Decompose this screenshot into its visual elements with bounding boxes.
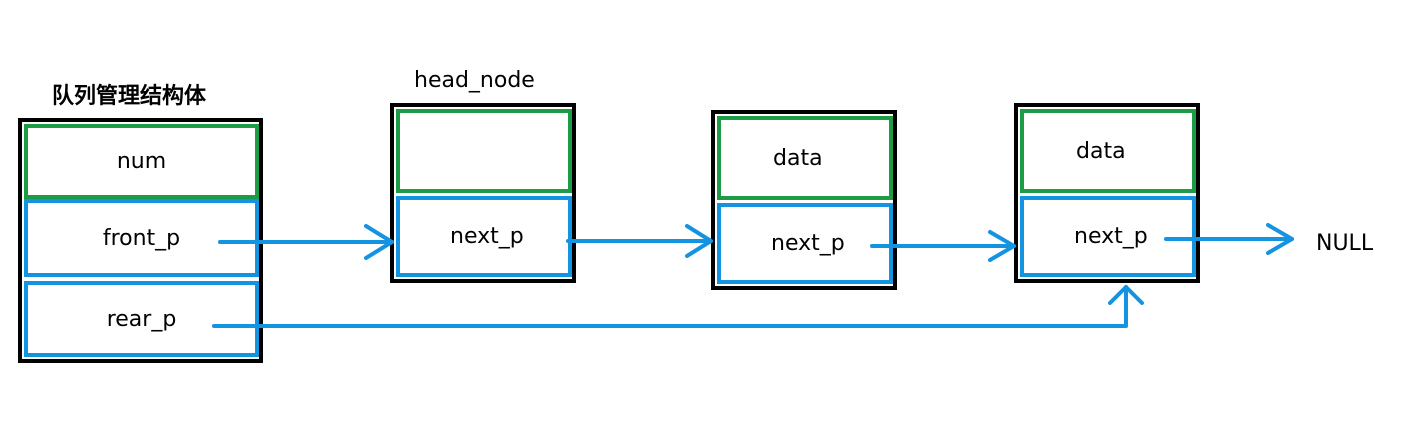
node-2-box: data next_p (1014, 103, 1200, 283)
node-1-data-field: data (717, 116, 893, 200)
front-p-label: front_p (102, 225, 181, 251)
head-node-data-field (396, 109, 572, 193)
node-2-next-field: next_p (1020, 196, 1196, 277)
node-1-next-arrow (870, 230, 1016, 262)
queue-struct-title: 队列管理结构体 (52, 84, 207, 109)
head-node-next-label: next_p (450, 224, 524, 249)
rear-p-label: rear_p (106, 306, 177, 332)
node-2-data-field: data (1020, 109, 1196, 193)
num-field: num (24, 124, 259, 199)
node-2-next-label: next_p (1074, 224, 1148, 249)
node-1-next-field: next_p (717, 203, 893, 284)
head-node-title: head_node (414, 68, 535, 93)
node-1-next-label: next_p (771, 231, 845, 256)
num-label: num (116, 149, 167, 174)
node-1-box: data next_p (711, 110, 897, 290)
node-1-data-label: data (773, 145, 823, 171)
head-node-box: next_p (390, 103, 576, 283)
front-p-field: front_p (24, 199, 259, 277)
null-terminator: NULL (1316, 231, 1374, 256)
node-2-next-arrow (1164, 223, 1294, 255)
front-p-arrow (218, 224, 394, 260)
rear-p-field: rear_p (24, 281, 259, 357)
head-node-next-field: next_p (396, 196, 572, 277)
head-next-arrow (566, 224, 713, 258)
node-2-data-label: data (1076, 138, 1126, 164)
rear-p-arrow (212, 285, 1144, 328)
